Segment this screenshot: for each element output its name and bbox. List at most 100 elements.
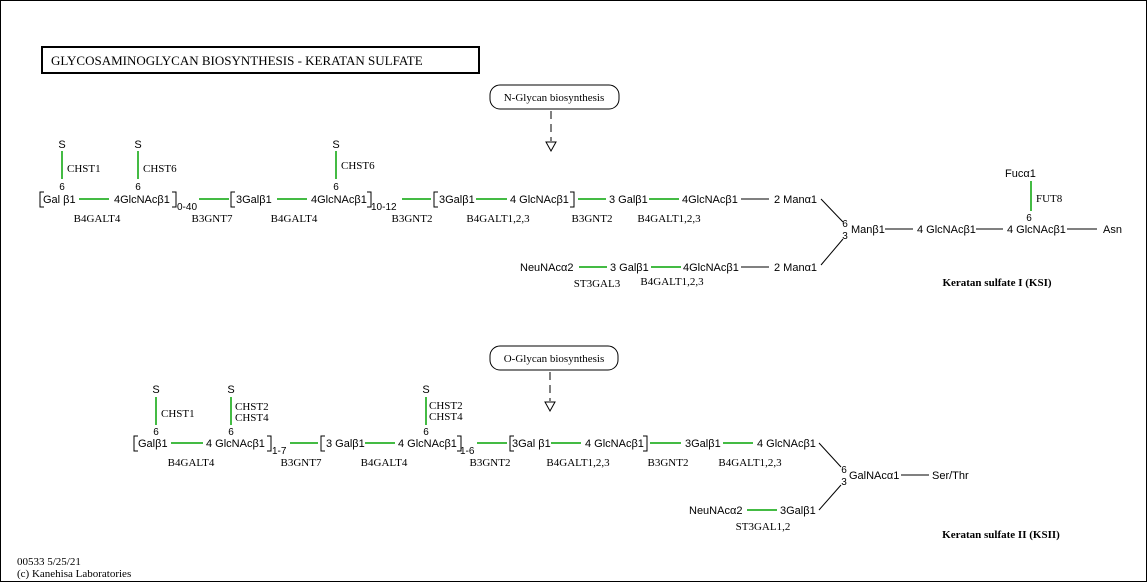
enzyme-b4galt123-ksii-b[interactable]: B4GALT1,2,3 [718,457,782,469]
residue-glcnac-5: 4 GlcNAcβ1 [206,438,265,450]
bracket-close-2 [367,191,372,208]
sulfate-s-2: S [134,139,141,151]
enzyme-chst2-ksii-a[interactable]: CHST2 [235,401,269,413]
residue-gal-2: 3Galβ1 [236,194,272,206]
enzyme-b3gnt7-ksi[interactable]: B3GNT7 [192,213,233,225]
bracket-close-5 [457,435,462,452]
repeat-count-1: 0-40 [177,202,197,213]
enzyme-chst1-ksii[interactable]: CHST1 [161,408,195,420]
repeat-count-3: 1-7 [272,446,287,457]
bracket-close-6 [643,435,648,452]
residue-gal-6: 3 Galβ1 [326,438,365,450]
residue-glcnac-7: 4 GlcNAcβ1 [585,438,644,450]
enzyme-chst1-ksi[interactable]: CHST1 [67,163,101,175]
position-6-5: 6 [228,427,234,438]
residue-gal-7: 3Gal β1 [512,438,551,450]
residue-fucose: Fucα1 [1005,168,1036,180]
residue-glcnac-fucosylated: 4 GlcNAcβ1 [1007,224,1066,236]
position-6-1: 6 [59,182,65,193]
bracket-open-1 [39,191,44,208]
residue-gal-8: 3Galβ1 [685,438,721,450]
enzyme-b3gnt7-ksii[interactable]: B3GNT7 [281,457,322,469]
sulfate-s-3: S [332,139,339,151]
page-title: GLYCOSAMINOGLYCAN BIOSYNTHESIS - KERATAN… [51,53,423,68]
bracket-close-3 [570,191,575,208]
enzyme-chst4-ksii-b[interactable]: CHST4 [429,411,463,423]
residue-man-beta: Manβ1 [851,224,885,236]
nglycan-map-link[interactable] [489,84,620,110]
bracket-open-4 [133,435,138,452]
residue-gal-4: 3 Galβ1 [609,194,648,206]
enzyme-st3gal3[interactable]: ST3GAL3 [574,278,621,290]
enzyme-chst2-ksii-b[interactable]: CHST2 [429,400,463,412]
bracket-close-1 [172,191,177,208]
enzyme-b4galt4-ksi-b[interactable]: B4GALT4 [271,213,318,225]
enzyme-b4galt4-ksii-a[interactable]: B4GALT4 [168,457,215,469]
sulfate-s-4: S [152,384,159,396]
ksi-label: Keratan sulfate I (KSI) [942,277,1051,289]
residue-gal-1: Gal β1 [43,194,76,206]
position-6-galnac: 6 [841,465,847,476]
repeat-count-4: 1-6 [460,446,475,457]
bracket-open-5 [320,435,325,452]
residue-gal-bottom-ksii: 3Galβ1 [780,505,816,517]
enzyme-chst4-ksii-a[interactable]: CHST4 [235,412,269,424]
enzyme-b4galt123-ksii-a[interactable]: B4GALT1,2,3 [546,457,610,469]
residue-glcnac-2: 4GlcNAcβ1 [311,194,367,206]
enzyme-b4galt4-ksi-a[interactable]: B4GALT4 [74,213,121,225]
sulfate-s-6: S [422,384,429,396]
branch-connector-lower [820,238,844,266]
enzyme-b4galt123-ksi-b[interactable]: B4GALT1,2,3 [637,213,701,225]
enzyme-b3gnt2-ksi-a[interactable]: B3GNT2 [392,213,433,225]
residue-glcnac-4: 4GlcNAcβ1 [682,194,738,206]
residue-glcnac-bottom: 4GlcNAcβ1 [683,262,739,274]
branch-connector-upper-ksii [818,442,842,468]
residue-man-alpha-1: 2 Manα1 [774,194,817,206]
residue-gal-bottom: 3 Galβ1 [610,262,649,274]
bracket-open-6 [509,435,514,452]
nglycan-map-link-label[interactable]: N-Glycan biosynthesis [504,92,605,104]
sulfate-s-1: S [58,139,65,151]
enzyme-chst6-ksi-b[interactable]: CHST6 [341,160,375,172]
oglycan-map-link[interactable] [489,345,619,371]
position-6-6: 6 [423,427,429,438]
sulfate-s-5: S [227,384,234,396]
map-code: 00533 5/25/21 [17,556,81,568]
residue-asn: Asn [1103,224,1122,236]
branch-connector-upper [820,198,844,223]
bracket-open-2 [230,191,235,208]
nglycan-link-arrowhead-icon [545,141,557,153]
enzyme-b3gnt2-ksi-b[interactable]: B3GNT2 [572,213,613,225]
bracket-close-4 [267,435,272,452]
oglycan-map-link-label[interactable]: O-Glycan biosynthesis [504,353,605,365]
residue-glcnac-1: 4GlcNAcβ1 [114,194,170,206]
oglycan-link-arrowhead-icon [544,401,556,413]
residue-glcnac-core: 4 GlcNAcβ1 [917,224,976,236]
residue-glcnac-6: 4 GlcNAcβ1 [398,438,457,450]
residue-glcnac-8: 4 GlcNAcβ1 [757,438,816,450]
enzyme-b3gnt2-ksii-b[interactable]: B3GNT2 [648,457,689,469]
copyright: (c) Kanehisa Laboratories [17,568,131,580]
enzyme-b4galt4-ksii-b[interactable]: B4GALT4 [361,457,408,469]
residue-galnac: GalNAcα1 [849,470,899,482]
position-6-fuc: 6 [1026,213,1032,224]
enzyme-b3gnt2-ksii-a[interactable]: B3GNT2 [470,457,511,469]
repeat-count-2: 10-12 [371,202,397,213]
ksii-label: Keratan sulfate II (KSII) [942,529,1060,541]
enzyme-st3gal12[interactable]: ST3GAL1,2 [736,521,791,533]
enzyme-b4galt123-ksi-c[interactable]: B4GALT1,2,3 [640,276,704,288]
enzyme-chst6-ksi-a[interactable]: CHST6 [143,163,177,175]
enzyme-b4galt123-ksi-a[interactable]: B4GALT1,2,3 [466,213,530,225]
enzyme-fut8[interactable]: FUT8 [1036,193,1063,205]
position-3-galnac: 3 [841,477,847,488]
position-3-core: 3 [842,231,848,242]
position-6-3: 6 [333,182,339,193]
residue-man-alpha-2: 2 Manα1 [774,262,817,274]
residue-neunac-ksi: NeuNAcα2 [520,262,573,274]
residue-gal-3: 3Galβ1 [439,194,475,206]
position-6-4: 6 [153,427,159,438]
residue-neunac-ksii: NeuNAcα2 [689,505,742,517]
position-6-2: 6 [135,182,141,193]
residue-ser-thr: Ser/Thr [932,470,969,482]
